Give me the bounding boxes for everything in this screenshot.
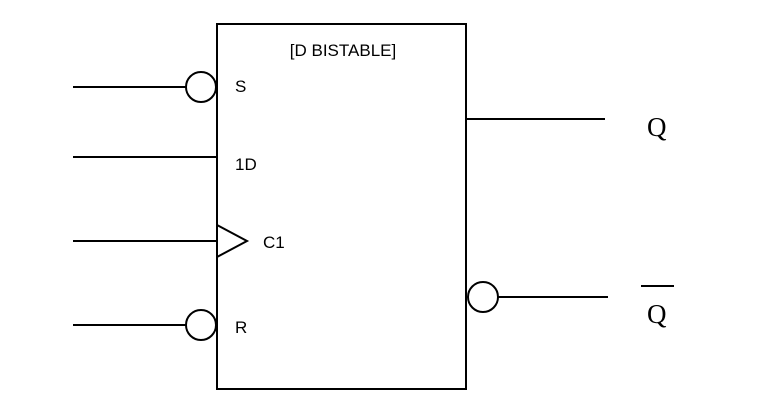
bistable-block	[216, 23, 467, 390]
q-bar-inversion-bubble	[467, 281, 499, 313]
q-bar-output-label: Q	[647, 299, 667, 329]
q-output-label: Q	[647, 112, 667, 142]
reset-inversion-bubble	[185, 309, 217, 341]
reset-input-label: R	[235, 318, 247, 337]
set-inversion-bubble	[185, 71, 217, 103]
block-title: [D BISTABLE]	[290, 41, 396, 60]
clock-input-label: C1	[263, 233, 285, 252]
clock-edge-triangle	[216, 224, 250, 258]
set-input-label: S	[235, 77, 246, 96]
data-input-label: 1D	[235, 155, 257, 174]
